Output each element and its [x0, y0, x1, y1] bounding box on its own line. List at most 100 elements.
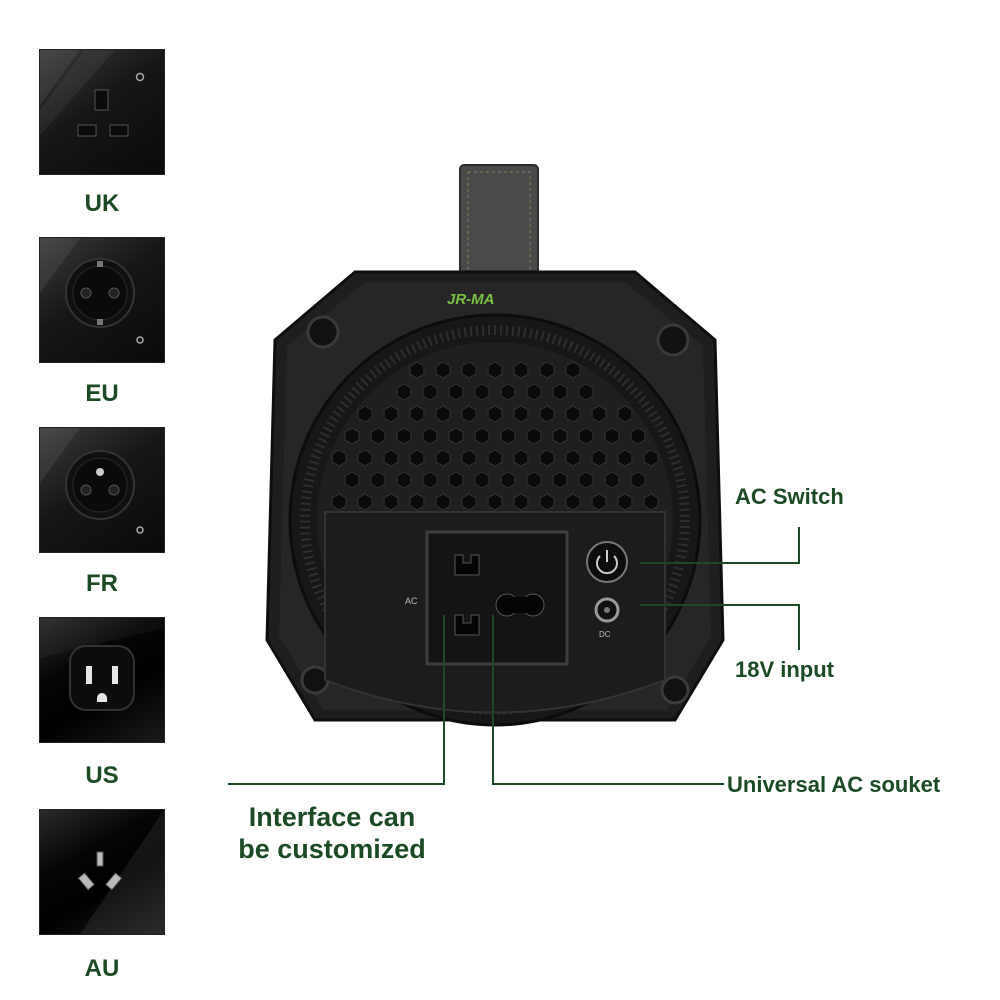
grille-hole: [617, 405, 633, 423]
grille-hole: [396, 471, 412, 489]
grille-hole: [591, 449, 607, 467]
grille-hole: [448, 383, 464, 401]
dc-port-label: DC: [599, 630, 611, 639]
us-socket-icon: [40, 618, 164, 711]
grille-hole: [331, 493, 347, 511]
grille-hole: [578, 427, 594, 445]
fr-socket-icon: [40, 428, 144, 534]
grille-hole: [422, 471, 438, 489]
fr-socket-tile: [40, 428, 164, 552]
customize-label-line1: Interface can: [248, 802, 416, 832]
grille-hole: [435, 405, 451, 423]
eu-socket-tile: [40, 238, 164, 362]
grille-hole: [487, 361, 503, 379]
grille-hole: [383, 449, 399, 467]
grille-hole: [500, 383, 516, 401]
grille-hole: [500, 427, 516, 445]
grille-hole: [409, 449, 425, 467]
grille-hole: [461, 361, 477, 379]
socket-label-au: AU: [84, 955, 120, 982]
customize-label-line2: be customized: [238, 834, 426, 864]
corner-hole: [660, 675, 690, 705]
grille-hole: [591, 405, 607, 423]
universal-ac-socket[interactable]: [425, 530, 569, 666]
grille-hole: [422, 427, 438, 445]
grille-hole: [591, 493, 607, 511]
grille-hole: [435, 361, 451, 379]
grille-hole: [513, 361, 529, 379]
grille-hole: [500, 471, 516, 489]
carry-handle: [459, 164, 539, 284]
power-icon: [596, 555, 618, 575]
grille-hole: [344, 427, 360, 445]
grille-hole: [578, 383, 594, 401]
grille-hole: [643, 493, 659, 511]
grille-hole: [513, 449, 529, 467]
eu-socket-icon: [40, 238, 144, 344]
grille-hole: [526, 427, 542, 445]
grille-hole: [578, 471, 594, 489]
grille-hole: [604, 471, 620, 489]
grille-hole: [539, 449, 555, 467]
grille-hole: [357, 493, 373, 511]
grille-hole: [630, 471, 646, 489]
grille-hole: [396, 383, 412, 401]
corner-hole: [656, 323, 690, 357]
grille-hole: [435, 493, 451, 511]
grille-hole: [448, 427, 464, 445]
socket-label-uk: UK: [84, 190, 120, 217]
au-socket-tile: [40, 810, 164, 934]
grille-hole: [643, 449, 659, 467]
socket-label-us: US: [85, 762, 119, 789]
us-socket-tile: [40, 618, 164, 742]
socket-label-eu: EU: [85, 380, 119, 407]
socket-label-fr: FR: [86, 570, 118, 597]
callout-line-customize: [443, 615, 445, 785]
grille-hole: [617, 449, 633, 467]
grille-hole: [513, 405, 529, 423]
grille-hole: [526, 383, 542, 401]
grille-hole: [396, 427, 412, 445]
grille-hole: [357, 405, 373, 423]
power-station-device: AC DC JR-MA: [265, 164, 725, 727]
callout-line-18v: [640, 604, 800, 606]
grille-hole: [370, 471, 386, 489]
callout-line-universal: [492, 783, 724, 785]
grille-hole: [370, 427, 386, 445]
speaker-grille: [331, 361, 659, 511]
ac-switch-label: AC Switch: [735, 484, 844, 509]
grille-hole: [344, 471, 360, 489]
grille-hole: [526, 471, 542, 489]
grille-hole: [539, 361, 555, 379]
callout-line-18v: [798, 604, 800, 650]
grille-hole: [331, 449, 347, 467]
grille-hole: [539, 405, 555, 423]
grille-hole: [461, 493, 477, 511]
grille-hole: [487, 405, 503, 423]
grille-hole: [409, 361, 425, 379]
grille-hole: [552, 471, 568, 489]
grille-hole: [448, 471, 464, 489]
grille-hole: [565, 405, 581, 423]
grille-hole: [617, 493, 633, 511]
grille-hole: [565, 361, 581, 379]
grille-hole: [539, 493, 555, 511]
grille-hole: [461, 405, 477, 423]
ac-port-label: AC: [405, 596, 418, 606]
grille-hole: [552, 383, 568, 401]
grille-hole: [461, 449, 477, 467]
brand-logo: JR-MA: [447, 291, 495, 308]
grille-hole: [409, 493, 425, 511]
callout-line-universal: [492, 615, 494, 785]
grille-hole: [513, 493, 529, 511]
callout-line-ac-switch: [640, 562, 800, 564]
grille-hole: [409, 405, 425, 423]
callout-line-ac-switch: [798, 527, 800, 564]
grille-hole: [565, 449, 581, 467]
grille-hole: [604, 427, 620, 445]
grille-hole: [630, 427, 646, 445]
uk-socket-tile: [40, 50, 164, 174]
uk-socket-icon: [40, 50, 145, 137]
grille-hole: [565, 493, 581, 511]
grille-hole: [552, 427, 568, 445]
